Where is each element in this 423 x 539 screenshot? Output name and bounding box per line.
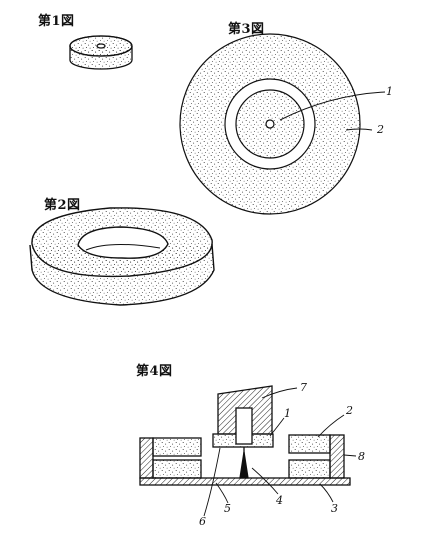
figure-4-callout-2: 2 [345, 404, 353, 417]
figure-3-disc [179, 33, 386, 215]
figure-4-callout-7: 7 [300, 381, 307, 394]
figure-4-callout-1: 1 [284, 407, 291, 420]
figure-4-callout-6: 6 [199, 515, 206, 528]
figure-4-callout-3: 3 [331, 502, 338, 515]
figure-3-callout-1: 1 [386, 85, 393, 98]
figure-4-callout-5: 5 [224, 502, 231, 515]
figure-4-assembly [139, 385, 351, 486]
figure-3-callout-2: 2 [376, 123, 384, 136]
figure-2-label: 第2図 [44, 198, 81, 213]
figure-4-leader-lines [203, 387, 357, 517]
figure-3-label: 第3図 [228, 22, 265, 37]
figure-4-callout-4: 4 [275, 494, 283, 507]
figure-4-label: 第4図 [136, 364, 173, 379]
figure-2-ring [29, 207, 215, 306]
figure-1-disc [69, 35, 133, 70]
figure-4-callout-8: 8 [358, 450, 365, 463]
figure-1-label: 第1図 [38, 14, 75, 29]
